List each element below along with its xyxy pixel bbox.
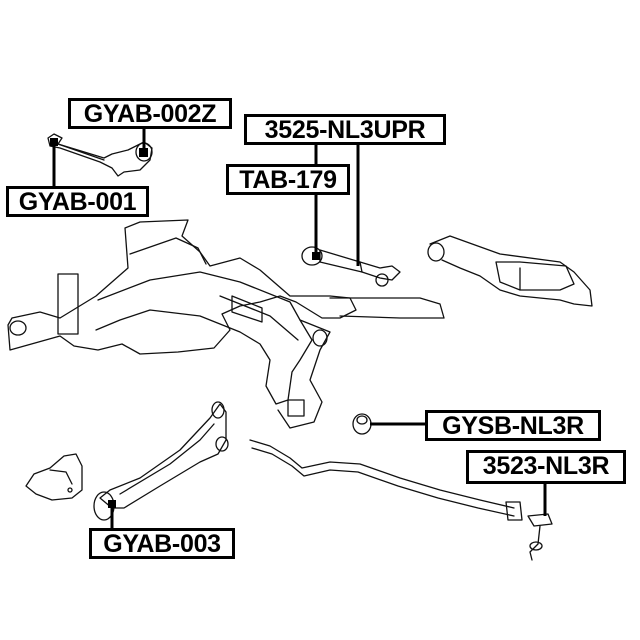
label-gyab-002z: GYAB-002Z <box>68 98 232 129</box>
leader-lines <box>50 128 547 530</box>
stabilizer-bushing-drawing <box>352 413 372 435</box>
bracket-drawing <box>25 453 83 501</box>
label-3525-nl3upr: 3525-NL3UPR <box>244 114 446 145</box>
label-gyab-001: GYAB-001 <box>6 186 149 217</box>
label-gyab-003: GYAB-003 <box>89 528 235 559</box>
rear-subframe-drawing <box>7 219 445 429</box>
label-gysb-nl3r: GYSB-NL3R <box>425 410 601 441</box>
trailing-lower-arm-drawing <box>427 235 593 307</box>
label-tab-179: TAB-179 <box>226 164 350 195</box>
label-3523-nl3r: 3523-NL3R <box>466 450 626 484</box>
lower-control-arm-drawing <box>93 401 229 521</box>
upper-control-arm-drawing <box>47 133 153 177</box>
stabilizer-link-drawing <box>527 513 553 561</box>
stabilizer-bar-drawing <box>249 439 523 521</box>
